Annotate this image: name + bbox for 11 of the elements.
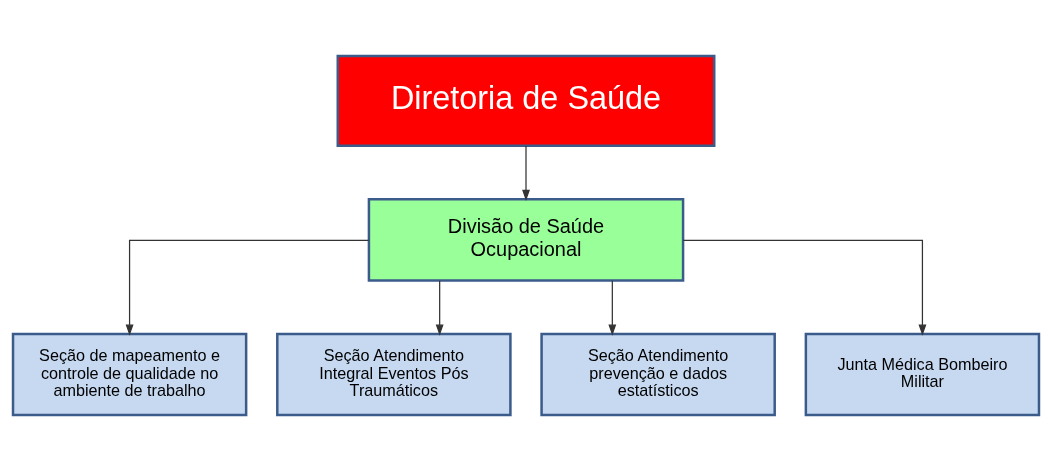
arrow <box>608 279 617 336</box>
node-box: Junta Médica Bombeiro Militar <box>804 332 1041 416</box>
arrow <box>682 239 927 336</box>
arrow <box>435 279 444 336</box>
arrow <box>522 144 530 201</box>
node-box: Diretoria de Saúde <box>336 54 716 147</box>
node-box: Seção de mapeamento e controle de qualidade no ambiente de trabalho <box>11 332 248 416</box>
node-box: Seção Atendimento Integral Eventos Pós Traumáticos <box>276 332 512 416</box>
node-box: Divisão de Saúde Ocupacional <box>367 197 685 282</box>
arrow <box>125 239 370 336</box>
node-box: Seção Atendimento prevenção e dados estatísticos <box>540 332 776 416</box>
